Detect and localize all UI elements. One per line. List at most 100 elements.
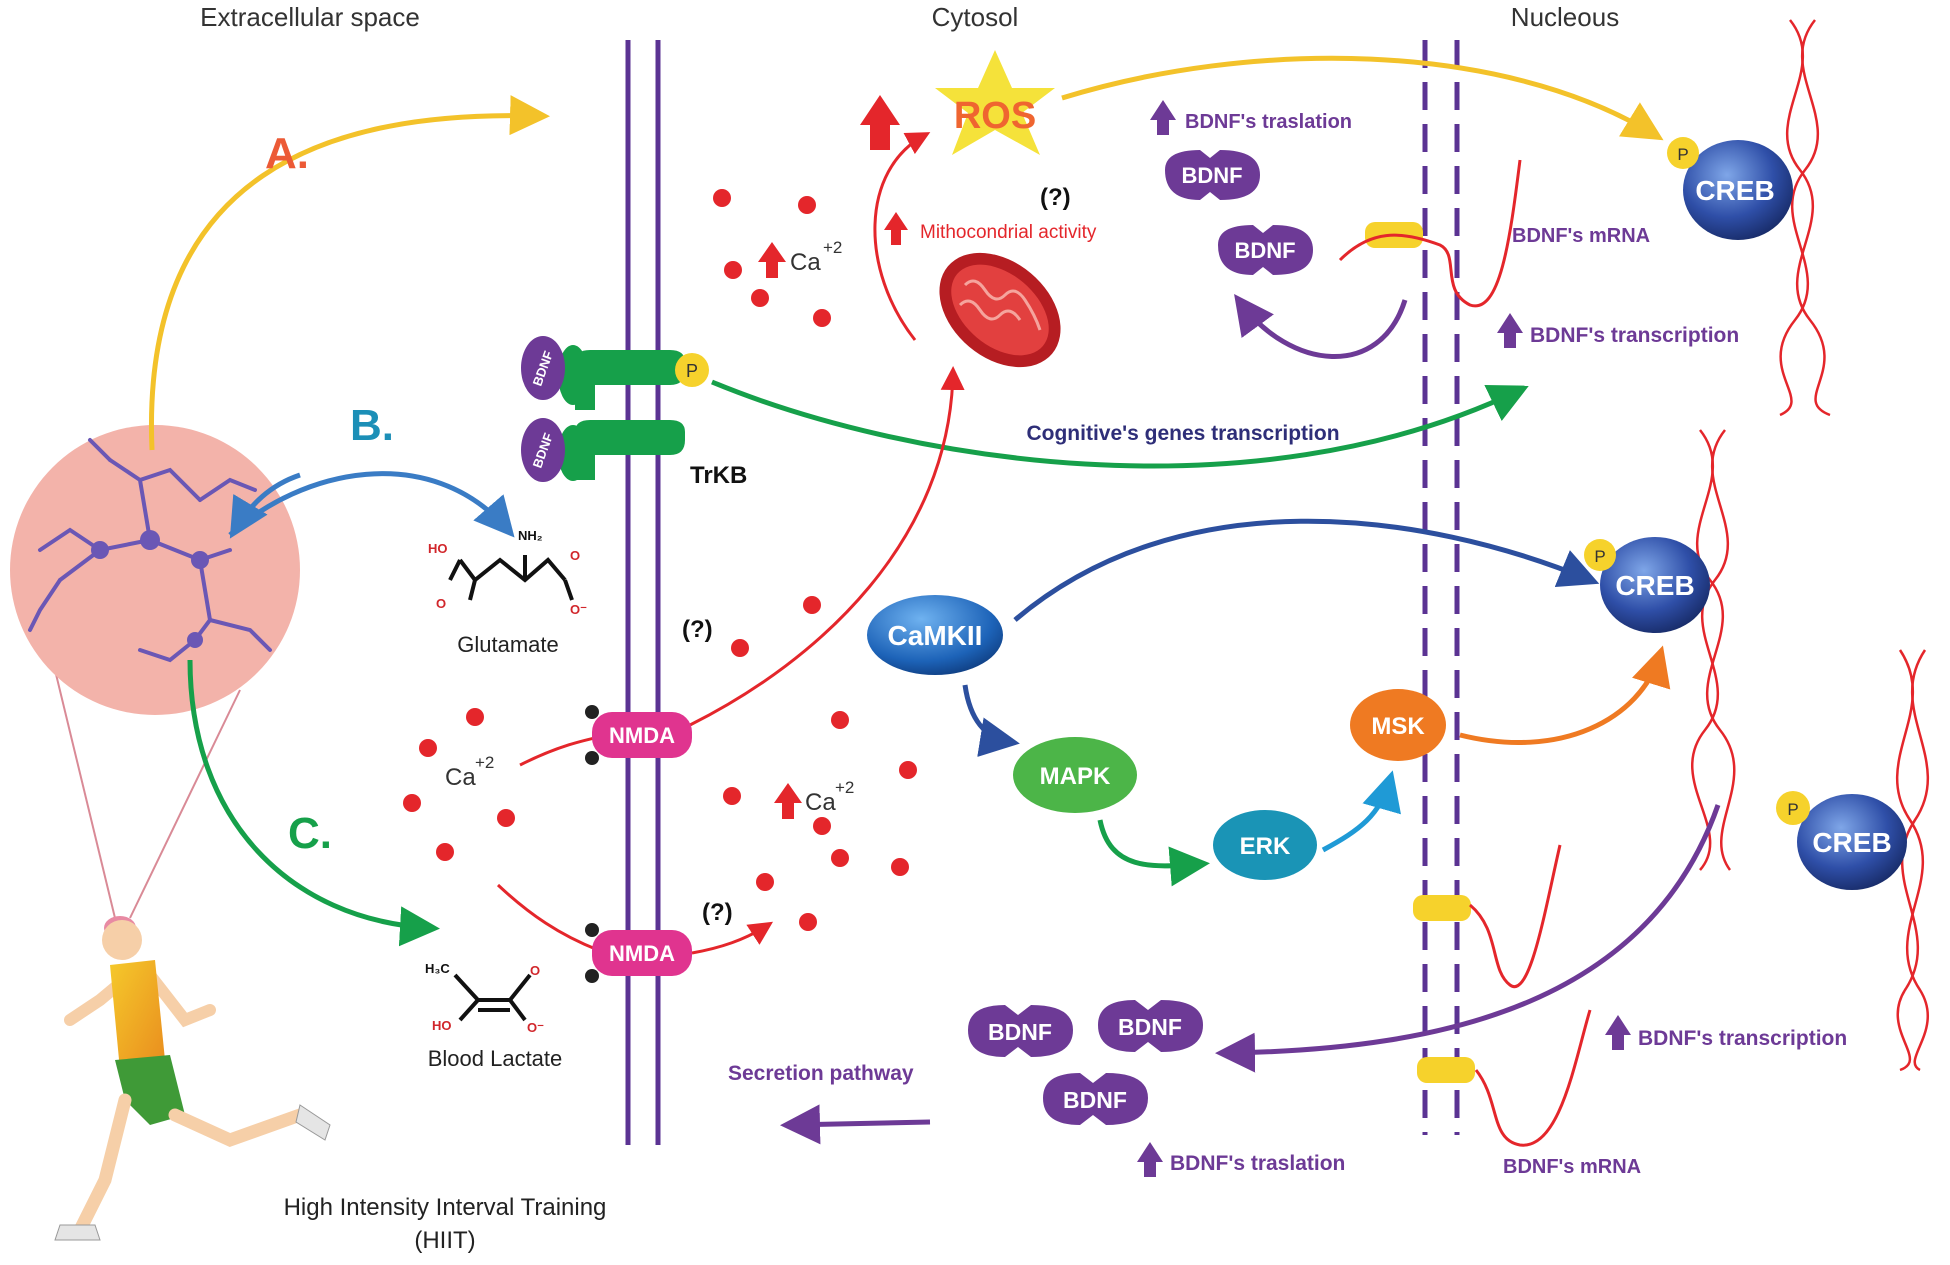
- question-nmda-lower: (?): [702, 899, 733, 926]
- lactate-ho: HO: [432, 1018, 452, 1033]
- erk-label: ERK: [1240, 833, 1291, 860]
- glutamate-nh2: NH₂: [518, 528, 543, 543]
- svg-text:NMDA: NMDA: [609, 723, 675, 748]
- nmda-to-cytosol-arrow: [691, 921, 774, 955]
- ca-sup-2: +2: [475, 753, 494, 772]
- creb-protein-middle: P CREB: [1584, 537, 1710, 633]
- mito-activity-label: Mithocondrial activity: [920, 222, 1097, 243]
- lactate-o: O: [530, 963, 540, 978]
- bdnf-protein-1: BDNF: [1165, 150, 1260, 200]
- creb-protein-bottom: P CREB: [1776, 791, 1907, 890]
- zoom-line-right: [129, 689, 241, 919]
- bdnf-mrna-label-2: BDNF's mRNA: [1503, 1156, 1641, 1178]
- mrna-lower-1: [1469, 844, 1562, 989]
- svg-text:BDNF: BDNF: [1118, 1014, 1182, 1040]
- calcium-ions-upper: [713, 189, 831, 327]
- bdnf-protein-3: BDNF: [968, 1005, 1073, 1057]
- msk-label: MSK: [1371, 713, 1425, 740]
- ca-up-arrow-icon-1: [758, 242, 786, 278]
- glutamate-o-minus: O⁻: [570, 602, 587, 617]
- runner-figure: [54, 916, 331, 1241]
- neuron-bodies: [91, 530, 209, 648]
- svg-text:P: P: [1594, 547, 1605, 566]
- camkii-to-mapk-arrow: [962, 684, 1020, 757]
- trkb-phosphate-label: P: [686, 361, 698, 381]
- mapk-to-erk-arrow: [1097, 819, 1210, 887]
- svg-text:BDNF: BDNF: [1234, 238, 1295, 263]
- bdnf-transcription-up-icon-1: [1497, 313, 1523, 348]
- bdnf-protein-2: BDNF: [1218, 225, 1313, 275]
- dna-strand-middle: [1691, 429, 1736, 871]
- nmda-to-mito-arrow: [689, 366, 965, 727]
- lactate-h3c: H₃C: [425, 961, 450, 976]
- bdnf-translation-label-1: BDNF's traslation: [1185, 111, 1352, 133]
- mapk-label: MAPK: [1040, 763, 1111, 790]
- zoom-line-left: [54, 669, 116, 919]
- svg-text:P: P: [1787, 800, 1798, 819]
- region-cytosol: Cytosol: [932, 2, 1019, 32]
- nmda-receptor-1: NMDA: [585, 705, 692, 765]
- ros-to-creb-arrow: [1061, 55, 1664, 141]
- svg-text:P: P: [1677, 145, 1688, 164]
- translation-cycle-arrow: [1234, 293, 1408, 359]
- bdnf-ligand-bottom: BDNF: [521, 418, 565, 482]
- mito-up-arrow-icon: [884, 212, 908, 245]
- mrna-lower-2: [1474, 1009, 1592, 1147]
- trkb-label: TrKB: [690, 462, 747, 489]
- bdnf-translation-up-icon-1: [1150, 100, 1176, 135]
- ca-label-2: Ca: [445, 764, 476, 791]
- ca-up-arrow-icon-2: [774, 783, 802, 819]
- msk-node: [1350, 689, 1446, 761]
- svg-text:BDNF: BDNF: [1063, 1087, 1127, 1113]
- hiit-label-line1: High Intensity Interval Training: [284, 1194, 607, 1221]
- lactate-molecule: [453, 973, 532, 1022]
- erk-node: [1213, 810, 1317, 880]
- svg-text:CREB: CREB: [1812, 827, 1891, 858]
- glutamate-o-left: O: [436, 596, 446, 611]
- bdnf-translation-up-icon-2: [1137, 1142, 1163, 1177]
- bdnf-translation-label-2: BDNF's traslation: [1170, 1152, 1345, 1175]
- brain-tissue-circle: [10, 425, 300, 715]
- mrna-upper: [1338, 159, 1522, 308]
- ribosome-lower-2: [1417, 1057, 1475, 1083]
- ca-label-1: Ca: [790, 249, 821, 276]
- trkb-to-nucleus-arrow: [711, 379, 1530, 469]
- bdnf-transcription-label-1: BDNF's transcription: [1530, 324, 1739, 347]
- msk-to-creb-arrow: [1459, 645, 1671, 745]
- svg-text:BDNF: BDNF: [1181, 163, 1242, 188]
- neurons: [28, 438, 272, 663]
- secretion-label: Secretion pathway: [728, 1062, 914, 1085]
- glutamate-molecule: [448, 555, 574, 601]
- ros-question: (?): [1040, 184, 1071, 211]
- ca-label-3: Ca: [805, 789, 836, 816]
- route-a-arrow: [148, 95, 550, 451]
- bdnf-protein-4: BDNF: [1098, 1000, 1203, 1052]
- ros-up-arrow-icon: [860, 95, 900, 150]
- lactate-o-minus: O⁻: [527, 1020, 544, 1035]
- route-c-label: C.: [288, 809, 332, 858]
- calcium-ions-mid: [403, 596, 917, 931]
- ca-sup-1: +2: [823, 238, 842, 257]
- trkb-receptor-bottom: [558, 420, 685, 481]
- svg-text:BDNF: BDNF: [988, 1019, 1052, 1045]
- region-nucleus: Nucleous: [1511, 2, 1619, 32]
- svg-text:CREB: CREB: [1695, 175, 1774, 206]
- mitochondrion: [939, 252, 1061, 368]
- ribosome-lower-1: [1413, 895, 1471, 921]
- nmda-receptor-2: NMDA: [585, 923, 692, 983]
- bdnf-ligand-top: BDNF: [521, 336, 565, 400]
- route-b-label: B.: [350, 401, 394, 450]
- bdnf-transcription-label-2: BDNF's transcription: [1638, 1027, 1847, 1050]
- question-nmda-upper: (?): [682, 616, 713, 643]
- creb-to-bdnf-arrow: [1215, 804, 1721, 1073]
- ros-star: [935, 50, 1055, 155]
- bdnf-mrna-label-1: BDNF's mRNA: [1512, 225, 1650, 247]
- creb-protein-top: P CREB: [1667, 137, 1793, 240]
- cognitive-genes-label: Cognitive's genes transcription: [1026, 422, 1339, 445]
- bdnf-transcription-up-icon-2: [1605, 1015, 1631, 1050]
- ros-label: ROS: [954, 95, 1036, 137]
- route-a-label: A.: [265, 129, 309, 178]
- erk-to-msk-arrow: [1321, 770, 1401, 853]
- dna-strand-top: [1779, 19, 1831, 417]
